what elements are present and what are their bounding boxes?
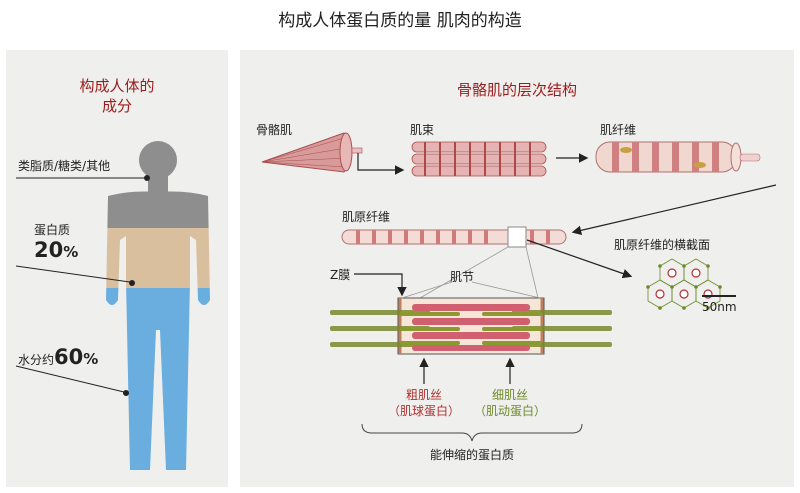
- fascicle-icon: [411, 141, 547, 177]
- thick-filament-protein: （肌球蛋白）: [387, 404, 460, 418]
- heading-line-2: 成分: [101, 97, 132, 115]
- water-percent: 60%: [54, 345, 98, 369]
- muscle-structure-heading: 骨骼肌的层次结构: [456, 81, 577, 99]
- muscle-structure-panel: [240, 50, 794, 487]
- muscle-fiber-label: 肌纤维: [600, 123, 637, 137]
- protein-percent: 20%: [34, 238, 78, 262]
- thin-filament-name: 细肌丝: [491, 388, 528, 402]
- lipid-label: 类脂质/糖类/其他: [18, 159, 111, 173]
- percent-sign: %: [83, 350, 99, 368]
- page-title: 构成人体蛋白质的量 肌肉的构造: [278, 11, 522, 31]
- protein-value: 20: [34, 238, 64, 262]
- z-membrane-label: Z膜: [330, 268, 351, 282]
- skeletal-muscle-icon: [261, 132, 363, 173]
- heading-line-1: 构成人体的: [79, 77, 155, 95]
- fascicle-label: 肌束: [410, 123, 435, 137]
- water-label: 水分约: [18, 353, 55, 367]
- cross-section-thin-dots: [646, 264, 722, 310]
- cross-section-lattice: [647, 258, 721, 309]
- thin-filament-protein: （肌动蛋白）: [473, 404, 546, 418]
- thick-filament-name: 粗肌丝: [405, 388, 442, 402]
- cross-section-label: 肌原纤维的横截面: [614, 238, 711, 252]
- protein-label: 蛋白质: [34, 223, 71, 237]
- thick-filament-label: 粗肌丝 （肌球蛋白）: [384, 387, 464, 419]
- water-label-group: 水分约60%: [18, 345, 98, 369]
- skeletal-muscle-label: 骨骼肌: [256, 123, 293, 137]
- scale-bar-label: 50nm: [702, 300, 737, 314]
- sarcomere-diagram: [330, 297, 612, 355]
- water-value: 60: [54, 345, 84, 369]
- contractile-brace: [361, 423, 583, 442]
- myofibril-bar: [341, 226, 567, 248]
- myofibril-label: 肌原纤维: [342, 210, 391, 224]
- cross-section-thick-dots: [655, 268, 713, 299]
- body-composition-heading: 构成人体的 成分: [6, 76, 228, 116]
- thin-filament-label: 细肌丝 （肌动蛋白）: [470, 387, 550, 419]
- contractile-protein-label: 能伸缩的蛋白质: [429, 448, 514, 462]
- percent-sign: %: [63, 243, 79, 261]
- sarcomere-label: 肌节: [450, 270, 475, 284]
- muscle-fiber-icon: [595, 141, 761, 173]
